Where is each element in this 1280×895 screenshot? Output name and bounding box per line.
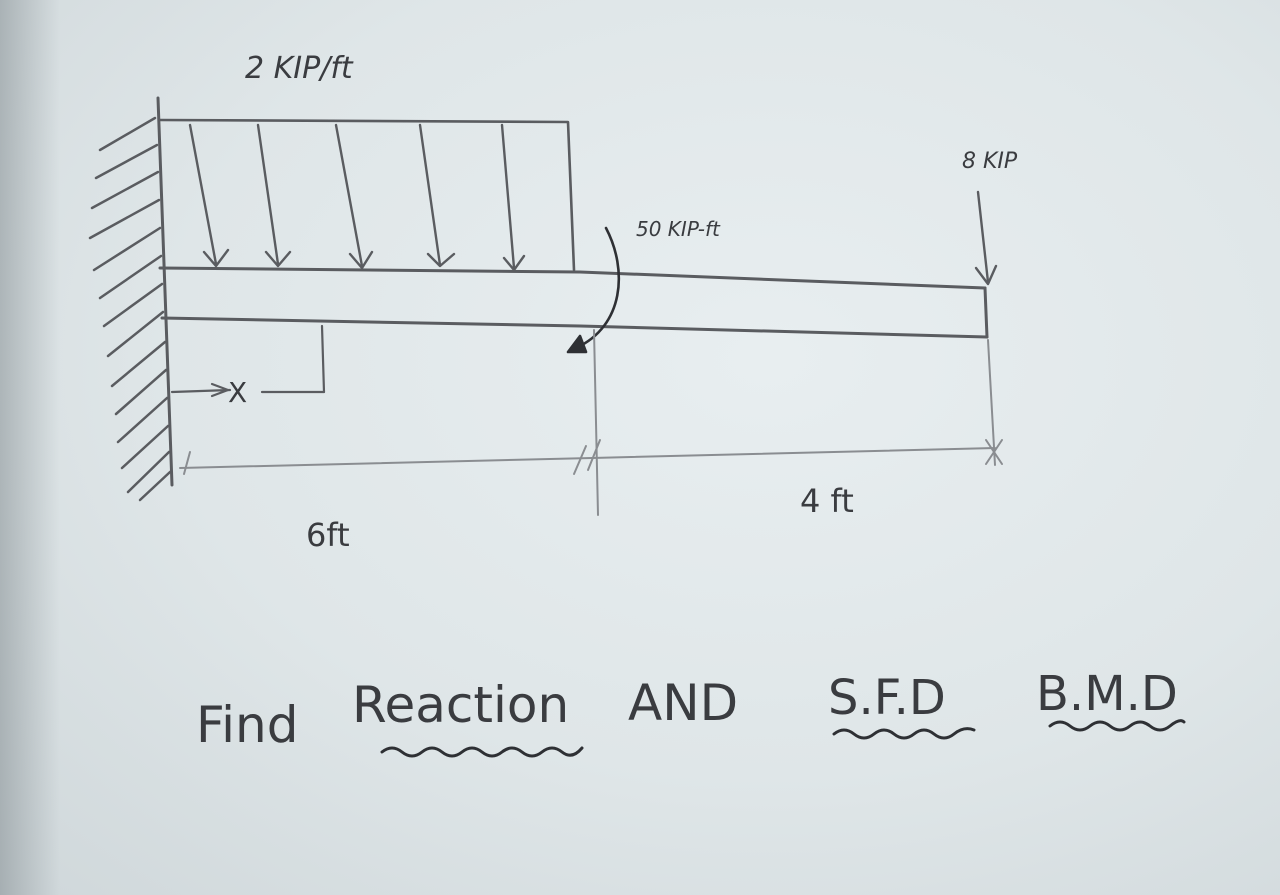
fixed-support bbox=[88, 96, 174, 502]
point-load-arrow bbox=[974, 190, 998, 286]
underline-reaction bbox=[380, 746, 584, 758]
moment-label: 50 KIP-ft bbox=[636, 217, 721, 241]
beam bbox=[158, 266, 989, 339]
question-find: Find bbox=[196, 696, 298, 754]
moment-arrow bbox=[566, 226, 621, 354]
load-arrow bbox=[188, 123, 230, 268]
distributed-load bbox=[158, 118, 576, 272]
question-bmd: B.M.D bbox=[1036, 666, 1178, 722]
load-arrow bbox=[500, 123, 526, 272]
left-span-label: 6ft bbox=[306, 516, 350, 554]
question-sfd: S.F.D bbox=[828, 670, 946, 726]
point-load-label: 8 KIP bbox=[962, 149, 1018, 174]
wavy-underlines bbox=[380, 719, 1186, 758]
dimension-lines bbox=[179, 329, 1003, 516]
distributed-load-label: 2 KIP/ft bbox=[245, 51, 354, 86]
load-arrow bbox=[418, 123, 456, 268]
support-hatching bbox=[88, 116, 172, 502]
section-variable-label: X bbox=[228, 376, 247, 409]
question-and: AND bbox=[628, 674, 738, 732]
load-arrow bbox=[256, 123, 292, 268]
right-span-label: 4 ft bbox=[800, 482, 854, 520]
question-reaction: Reaction bbox=[352, 676, 569, 734]
underline-bmd bbox=[1048, 719, 1186, 732]
underline-sfd bbox=[832, 727, 976, 740]
load-arrow bbox=[334, 123, 374, 270]
question-line: Find Reaction AND S.F.D B.M.D bbox=[196, 666, 1178, 754]
section-marker bbox=[170, 324, 326, 398]
